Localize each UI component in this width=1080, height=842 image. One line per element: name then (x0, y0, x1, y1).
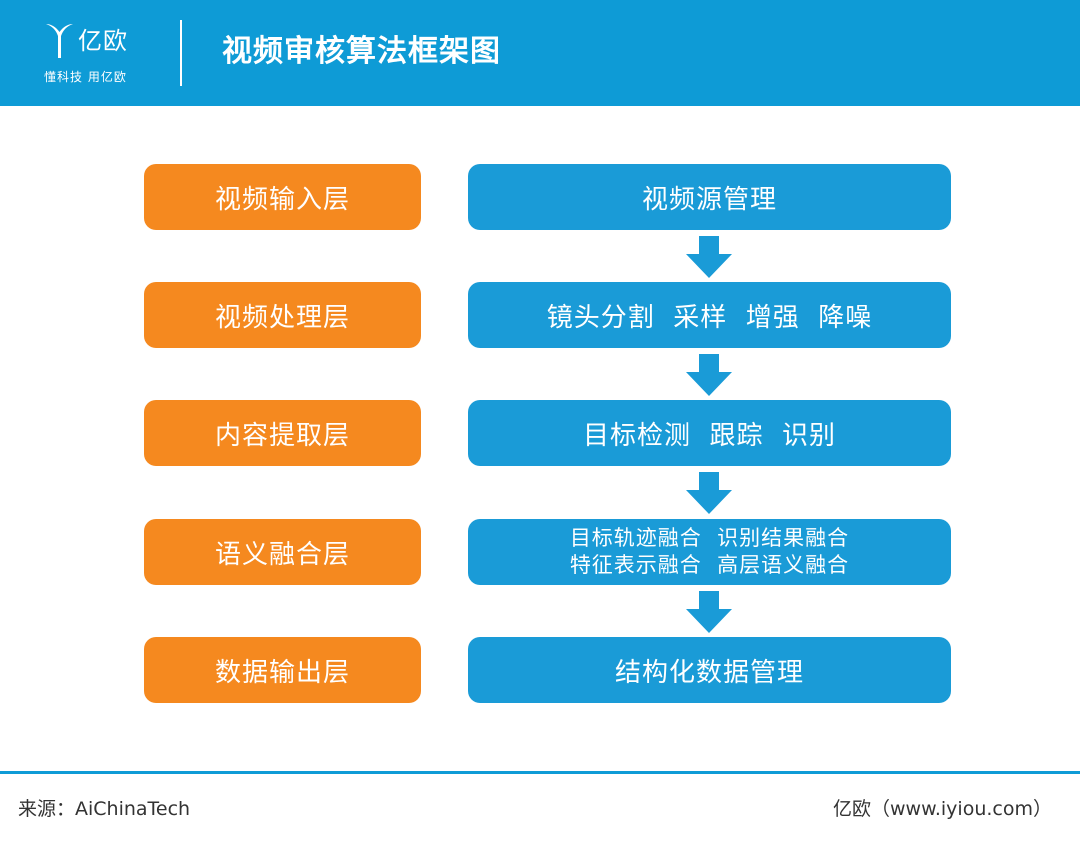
process-box-input: 视频源管理 (468, 164, 951, 230)
logo-name: 亿欧 (78, 27, 128, 55)
footer-source: 来源：AiChinaTech (18, 798, 191, 820)
process-box-processing: 镜头分割 采样 增强 降噪 (468, 282, 951, 348)
down-arrow-icon (686, 236, 732, 278)
header-bar: 亿欧 懂科技 用亿欧 视频审核算法框架图 (0, 0, 1080, 106)
footer-brand: 亿欧（www.iyiou.com） (832, 798, 1052, 820)
down-arrow-icon (686, 591, 732, 633)
process-text-line-2: 特征表示融合 高层语义融合 (569, 553, 850, 577)
layer-label-fusion: 语义融合层 (144, 519, 421, 585)
process-text: 结构化数据管理 (614, 657, 804, 688)
layer-label-extraction: 内容提取层 (144, 400, 421, 466)
footer-divider (0, 771, 1080, 774)
down-arrow-icon (686, 472, 732, 514)
process-box-fusion: 目标轨迹融合 识别结果融合 特征表示融合 高层语义融合 (468, 519, 951, 585)
layer-label-input: 视频输入层 (144, 164, 421, 230)
process-text: 目标检测 跟踪 识别 (582, 420, 837, 451)
layer-label-processing: 视频处理层 (144, 282, 421, 348)
layer-label-output: 数据输出层 (144, 637, 421, 703)
page-title: 视频审核算法框架图 (222, 34, 501, 69)
process-text: 视频源管理 (641, 184, 777, 215)
header-divider (180, 20, 182, 86)
yiou-logo-icon (46, 24, 73, 58)
process-box-extraction: 目标检测 跟踪 识别 (468, 400, 951, 466)
process-box-output: 结构化数据管理 (468, 637, 951, 703)
logo-slogan: 懂科技 用亿欧 (44, 70, 127, 84)
down-arrow-icon (686, 354, 732, 396)
process-text: 镜头分割 采样 增强 降噪 (546, 302, 873, 333)
process-text-line-1: 目标轨迹融合 识别结果融合 (569, 526, 850, 550)
